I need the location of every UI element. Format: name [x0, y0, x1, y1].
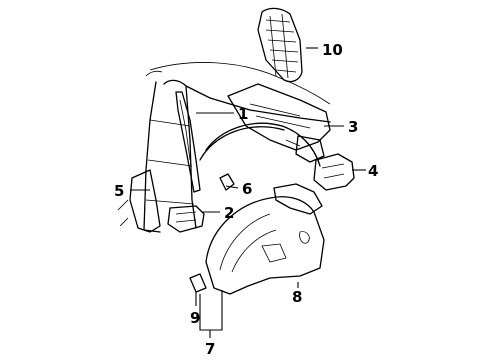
part-6-clip [219, 173, 235, 191]
part-9-small-bracket [189, 273, 207, 293]
callout-10: 10 [322, 41, 343, 59]
part-2-lower-bracket [167, 205, 205, 233]
part-4-bracket [313, 153, 355, 191]
callout-3: 3 [348, 118, 358, 136]
callout-1: 1 [238, 105, 248, 123]
callout-5: 5 [114, 182, 124, 200]
callout-7: 7 [205, 340, 215, 358]
quarter-panel-outline [143, 62, 331, 233]
callout-2: 2 [224, 204, 234, 222]
part-3-upper-panel [227, 83, 331, 163]
part-8-wheelhouse [205, 183, 325, 295]
callout-4: 4 [368, 162, 378, 180]
callout-6: 6 [242, 180, 252, 198]
part-10-vent-panel [257, 7, 303, 83]
callout-9: 9 [190, 309, 200, 327]
part-1-pillar [175, 91, 201, 193]
part-5-side-rail [117, 169, 161, 233]
leader-lines [130, 47, 366, 338]
callout-8: 8 [292, 288, 302, 306]
